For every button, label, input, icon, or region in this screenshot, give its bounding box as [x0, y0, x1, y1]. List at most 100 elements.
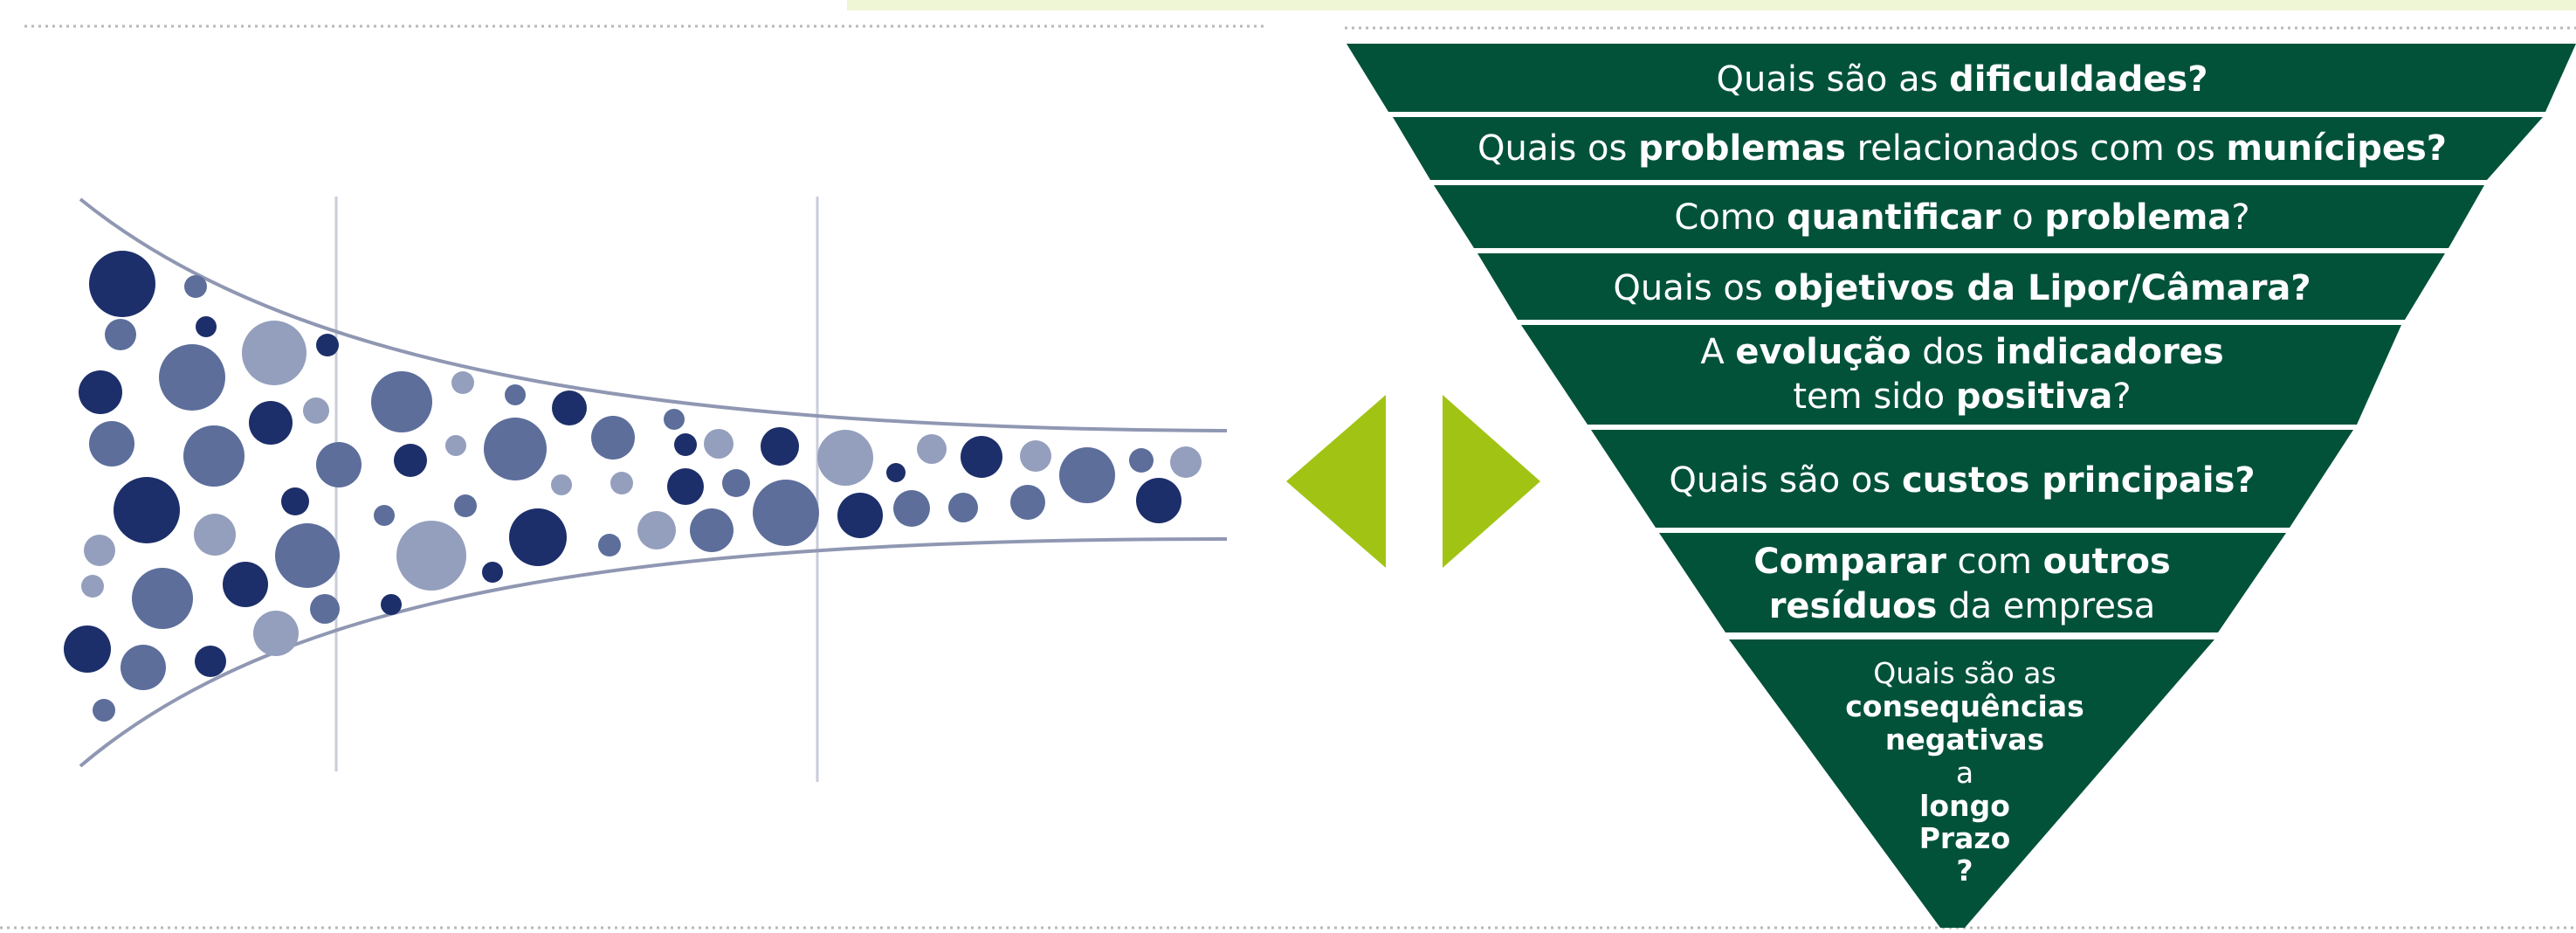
question-dificuldades: Quais são as dificuldades?	[1717, 59, 2208, 100]
bubble	[505, 384, 526, 405]
bubble	[1170, 446, 1202, 478]
top-accent-band	[847, 0, 2576, 10]
bubble	[195, 646, 226, 677]
question-consequencias-line1: Quais são as	[1873, 656, 2056, 690]
question-text-span: problema	[2044, 197, 2231, 238]
question-text-span: tem sido	[1793, 377, 1956, 417]
question-text-span: ?	[2231, 197, 2249, 238]
question-evolucao-line1: A evolução dos indicadores	[1700, 332, 2223, 372]
bubble	[484, 418, 547, 480]
question-text-span: Prazo	[1919, 821, 2011, 855]
bubble	[664, 409, 685, 430]
question-consequencias-line6: Prazo	[1919, 821, 2011, 855]
bubble	[1020, 440, 1051, 472]
bubble	[64, 625, 111, 673]
bubble	[121, 645, 166, 690]
funnel-band-5	[1521, 325, 2401, 425]
question-consequencias-line5: longo	[1919, 789, 2010, 823]
funnel-lower-curve	[79, 537, 1228, 768]
question-text-span: ?	[1956, 854, 1973, 888]
bubble	[316, 442, 362, 487]
bubble	[223, 562, 268, 607]
question-text-span: quantificar	[1787, 197, 2001, 238]
question-text-span: o	[2001, 197, 2044, 238]
bubble	[482, 562, 503, 583]
question-text-span: problemas	[1638, 128, 1846, 169]
question-text-span: objetivos da Lipor/Câmara?	[1774, 268, 2311, 308]
bubble	[610, 472, 633, 494]
question-text-span: Quais são as	[1717, 59, 1950, 100]
question-text-span: A	[1700, 332, 1735, 372]
bubble	[89, 251, 155, 317]
bubble	[1010, 485, 1045, 520]
question-comparar-line1: Comparar com outros	[1753, 542, 2171, 582]
bubble	[598, 534, 621, 556]
question-consequencias-line2: consequências	[1845, 689, 2084, 723]
bubble	[722, 469, 750, 497]
bubble-funnel-diagram	[64, 197, 1228, 782]
funnel-band-1	[1347, 44, 2576, 112]
question-text-span: Quais são os	[1669, 460, 1902, 501]
funnel-band-8	[1729, 639, 2214, 928]
bubble	[917, 434, 947, 464]
question-text-span: indicadores	[1995, 332, 2224, 372]
funnel-band-7	[1659, 533, 2286, 632]
question-text-span: Comparar	[1753, 542, 1946, 582]
question-funnel: Quais são as dificuldades? Quais os prob…	[1347, 44, 2576, 928]
question-objetivos: Quais os objetivos da Lipor/Câmara?	[1613, 268, 2311, 308]
question-text-span: relacionados com os	[1846, 128, 2227, 169]
question-text-span: dificuldades?	[1949, 59, 2208, 100]
bubble	[79, 370, 122, 414]
bubble	[591, 416, 635, 460]
bubble	[509, 508, 567, 566]
question-text-span: Quais os	[1477, 128, 1638, 169]
question-consequencias-line4: a	[1956, 756, 1973, 790]
bubble	[81, 575, 104, 598]
question-text-span: a	[1956, 756, 1973, 790]
question-consequencias-line3: negativas	[1885, 722, 2044, 757]
bubble-cluster	[64, 251, 1202, 722]
question-text-span: custos principais?	[1902, 460, 2256, 501]
question-text-span: resíduos	[1769, 586, 1938, 626]
question-text-span: Como	[1674, 197, 1787, 238]
bubble	[948, 493, 978, 522]
bubble	[817, 430, 873, 486]
question-text-span: evolução	[1735, 332, 1911, 372]
triangle-right-icon	[1443, 395, 1540, 568]
bubble	[84, 535, 115, 566]
bubble	[886, 463, 906, 482]
question-text-span: negativas	[1885, 722, 2044, 757]
bubble	[132, 568, 193, 629]
bubble	[1129, 448, 1154, 473]
bubble	[396, 521, 466, 591]
question-consequencias-line7: ?	[1956, 854, 1973, 888]
bubble	[303, 397, 329, 424]
question-evolucao-line2: tem sido positiva?	[1793, 377, 2131, 417]
bubble	[281, 487, 309, 515]
bubble	[183, 425, 245, 487]
funnel-band-2	[1393, 117, 2543, 180]
question-custos: Quais são os custos principais?	[1669, 460, 2255, 501]
question-text-span: munícipes?	[2226, 128, 2447, 169]
bubble	[1136, 478, 1181, 523]
bubble	[690, 508, 734, 552]
bubble	[637, 511, 676, 549]
bubble	[249, 401, 293, 445]
funnel-band-3	[1434, 185, 2484, 248]
question-problemas-municipes: Quais os problemas relacionados com os m…	[1477, 128, 2447, 169]
bubble	[371, 371, 432, 432]
question-text-span: outros	[2043, 542, 2171, 582]
question-quantificar-problema: Como quantificar o problema?	[1674, 197, 2249, 238]
bubble	[445, 435, 466, 456]
bubble	[451, 371, 474, 394]
bubble	[93, 699, 115, 722]
bubble	[552, 390, 587, 425]
bubble	[89, 421, 134, 466]
funnel-band-4	[1477, 253, 2445, 320]
bubble	[961, 436, 1002, 478]
bubble	[105, 319, 136, 350]
bubble	[374, 505, 395, 526]
bubble	[316, 334, 339, 356]
bubble	[242, 321, 307, 385]
